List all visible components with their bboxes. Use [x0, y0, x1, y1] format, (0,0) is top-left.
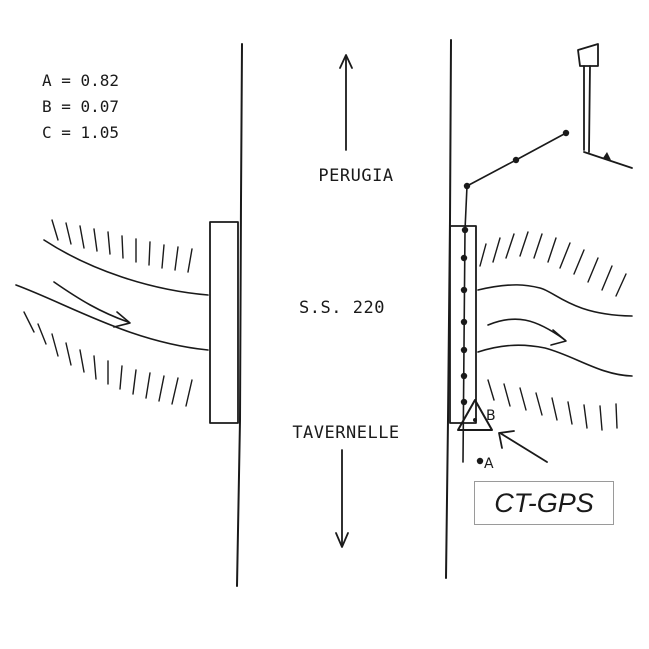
- point-b-label: B: [486, 408, 496, 424]
- legend-b: B = 0.07: [42, 97, 119, 116]
- stream-west-bank-hatching: [23, 219, 193, 407]
- point-a-marker: [476, 457, 484, 465]
- legend-a: A = 0.82: [42, 71, 119, 90]
- road: [236, 39, 452, 587]
- road-edge-west: [236, 43, 243, 587]
- legend: A = 0.82 B = 0.07 C = 1.05: [42, 71, 119, 142]
- stream-east-bank-hatching: [479, 231, 627, 431]
- bridge-parapet-west: [209, 221, 239, 424]
- destination-south-label: TAVERNELLE: [292, 423, 399, 443]
- survey-traverse: [460, 129, 570, 463]
- station-triangle-marker: [457, 399, 493, 431]
- building: [577, 43, 633, 169]
- destination-north-label: PERUGIA: [318, 166, 393, 186]
- pointer-arrow: [498, 430, 548, 463]
- station-label: CT-GPS: [474, 481, 614, 525]
- road-name-label: S.S. 220: [299, 298, 385, 318]
- stream-west: [15, 219, 209, 407]
- direction-north-arrow: [339, 54, 353, 151]
- road-edge-east: [445, 39, 452, 579]
- legend-c: C = 1.05: [42, 123, 119, 142]
- direction-south-arrow: [335, 449, 349, 548]
- stream-east: [477, 231, 633, 431]
- point-a-label: A: [484, 456, 494, 472]
